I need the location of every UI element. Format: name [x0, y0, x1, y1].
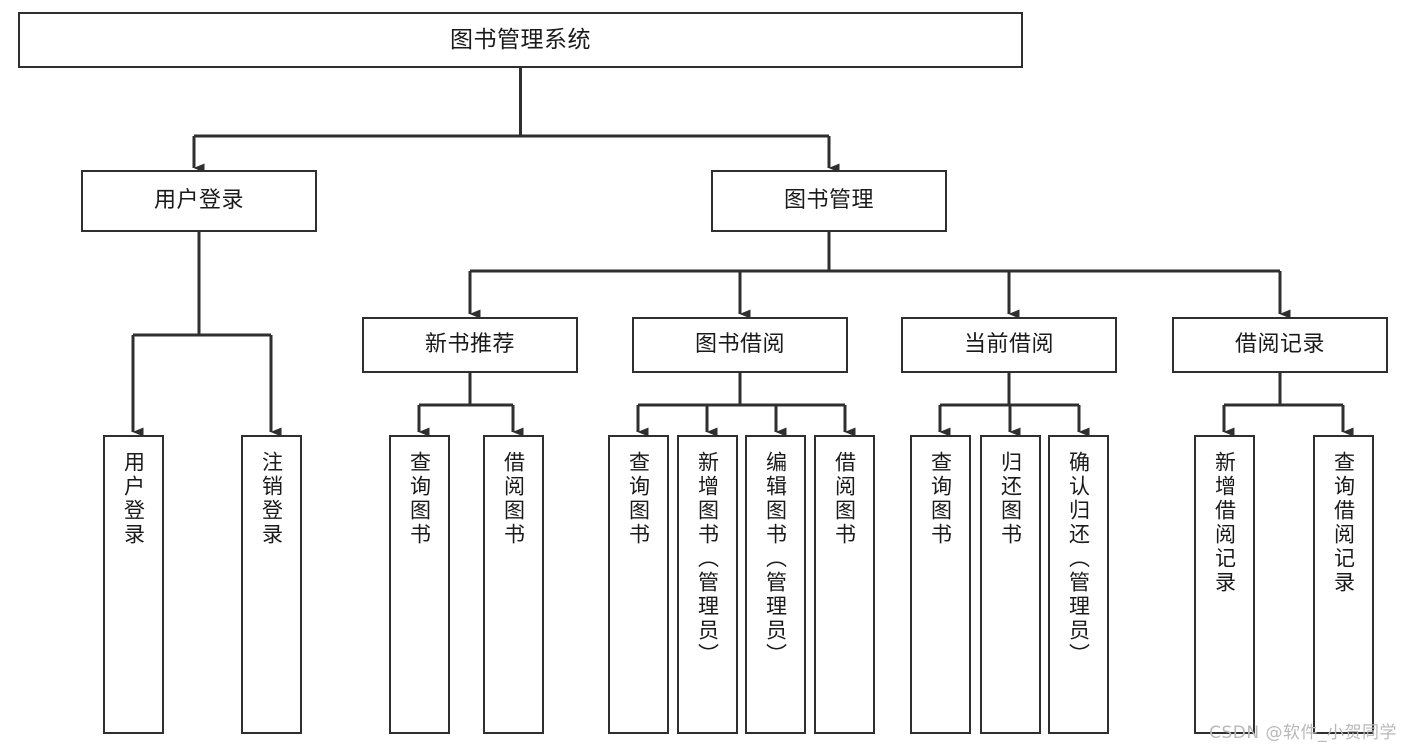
node-label: 注销登录 [259, 451, 284, 547]
node-label: 新书推荐 [424, 332, 515, 358]
leaf-borrow-record-query[interactable]: 查询借阅记录 [1313, 435, 1374, 734]
node-label: 图书管理系统 [450, 26, 591, 53]
node-book-management[interactable]: 图书管理 [711, 170, 947, 232]
node-new-book-recommendation[interactable]: 新书推荐 [362, 317, 578, 373]
leaf-current-borrow-return[interactable]: 归还图书 [980, 435, 1041, 734]
node-root-book-management-system[interactable]: 图书管理系统 [18, 12, 1023, 68]
node-label: 用户登录 [153, 188, 244, 214]
node-label: 确认归还（管理员） [1066, 451, 1091, 667]
leaf-book-borrow-add[interactable]: 新增图书（管理员） [677, 435, 738, 734]
node-current-borrowing[interactable]: 当前借阅 [901, 317, 1117, 373]
node-label: 图书管理 [783, 188, 874, 214]
leaf-new-book-query[interactable]: 查询图书 [389, 435, 450, 734]
node-label: 查询图书 [407, 451, 432, 547]
node-borrowing-record[interactable]: 借阅记录 [1172, 317, 1388, 373]
node-user-login[interactable]: 用户登录 [81, 170, 317, 232]
leaf-book-borrow-edit[interactable]: 编辑图书（管理员） [745, 435, 806, 734]
leaf-user-login-login[interactable]: 用户登录 [103, 435, 164, 734]
leaf-user-login-logout[interactable]: 注销登录 [241, 435, 302, 734]
node-book-borrowing[interactable]: 图书借阅 [632, 317, 848, 373]
node-label: 编辑图书（管理员） [763, 451, 788, 667]
leaf-current-borrow-query[interactable]: 查询图书 [910, 435, 971, 734]
node-label: 借阅图书 [501, 451, 526, 547]
leaf-book-borrow-query[interactable]: 查询图书 [608, 435, 669, 734]
leaf-new-book-borrow[interactable]: 借阅图书 [483, 435, 544, 734]
node-label: 借阅记录 [1234, 332, 1325, 358]
node-label: 查询图书 [928, 451, 953, 547]
leaf-borrow-record-add[interactable]: 新增借阅记录 [1194, 435, 1255, 734]
node-label: 用户登录 [121, 451, 146, 547]
node-label: 借阅图书 [832, 451, 857, 547]
node-label: 图书借阅 [694, 332, 785, 358]
node-label: 查询图书 [626, 451, 651, 547]
node-label: 新增借阅记录 [1212, 451, 1237, 595]
node-label: 当前借阅 [963, 332, 1054, 358]
leaf-book-borrow-borrow[interactable]: 借阅图书 [814, 435, 875, 734]
node-label: 查询借阅记录 [1331, 451, 1356, 595]
node-label: 新增图书（管理员） [695, 451, 720, 667]
node-label: 归还图书 [998, 451, 1023, 547]
leaf-current-borrow-confirm-return[interactable]: 确认归还（管理员） [1048, 435, 1109, 734]
